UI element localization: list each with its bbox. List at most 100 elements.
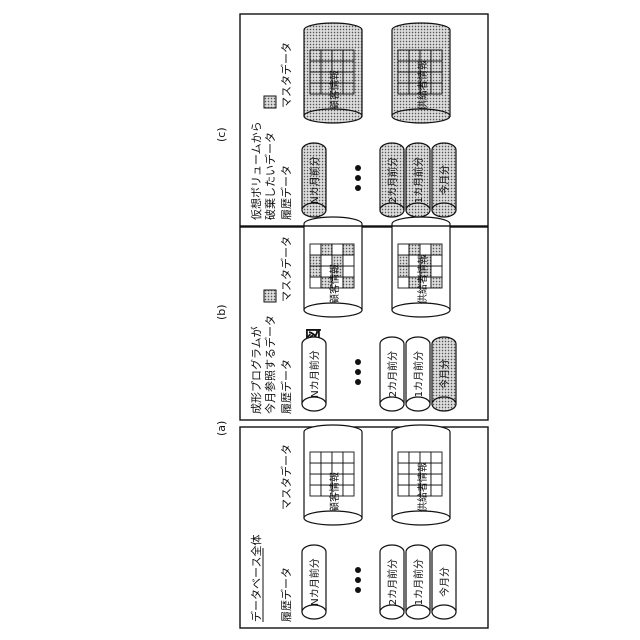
master-item-2-0: 顧客情報 [328, 70, 341, 110]
grid-cell-0-0-3-1 [343, 474, 354, 485]
grid-cell-1-1-0-3 [398, 244, 409, 255]
grid-cell-1-1-3-3 [431, 244, 442, 255]
history-item-0-2: 1カ月前分 [412, 559, 425, 605]
grid-cell-2-1-0-0 [398, 83, 409, 94]
grid-cell-0-0-0-3 [310, 452, 321, 463]
ellipsis-dot-1-0 [355, 379, 361, 385]
master-item-0-1: 供給者情報 [416, 462, 429, 512]
grid-cell-2-1-3-0 [431, 83, 442, 94]
master-label-1: マスタデータ [279, 236, 293, 302]
ellipsis-dot-2-1 [355, 175, 361, 181]
history-cylinder-2-1-end [380, 203, 404, 217]
panel-heading-1: 成形プログラムが [249, 326, 263, 414]
master-cylinder-1-1-end [392, 303, 450, 317]
history-cylinder-2-0-end [302, 203, 326, 217]
history-item-2-2: 1カ月前分 [412, 157, 425, 203]
master-cylinder-1-0-end [304, 303, 362, 317]
master-cylinder-2-0-end [304, 109, 362, 123]
grid-cell-0-0-3-3 [343, 452, 354, 463]
ellipsis-dot-0-2 [355, 567, 361, 573]
master-item-1-0: 顧客情報 [328, 264, 341, 304]
panel-heading-sub-2: 破棄したいデータ [263, 132, 277, 220]
history-item-1-0: Nカ月前分 [308, 350, 321, 397]
grid-cell-1-0-0-0 [310, 277, 321, 288]
grid-cell-0-0-1-3 [321, 452, 332, 463]
grid-cell-0-1-0-1 [398, 474, 409, 485]
history-item-0-0: Nカ月前分 [308, 558, 321, 605]
master-label-2: マスタデータ [279, 42, 293, 108]
ellipsis-dot-1-2 [355, 359, 361, 365]
history-cylinder-1-1-end [380, 397, 404, 411]
master-label-0: マスタデータ [279, 444, 293, 510]
grid-cell-2-0-0-3 [310, 50, 321, 61]
master-cylinder-2-1-end [392, 109, 450, 123]
grid-cell-0-1-3-3 [431, 452, 442, 463]
grid-cell-2-0-0-0 [310, 83, 321, 94]
ellipsis-dot-2-2 [355, 165, 361, 171]
grid-cell-2-0-2-3 [332, 50, 343, 61]
grid-cell-1-0-0-1 [310, 266, 321, 277]
grid-cell-2-0-3-3 [343, 50, 354, 61]
grid-cell-2-0-3-1 [343, 72, 354, 83]
grid-cell-1-1-3-1 [431, 266, 442, 277]
history-item-2-3: 今月分 [438, 165, 451, 195]
history-label-2: 履歴データ [279, 165, 293, 220]
grid-cell-1-0-2-3 [332, 244, 343, 255]
grid-cell-0-1-3-2 [431, 463, 442, 474]
grid-cell-1-0-1-3 [321, 244, 332, 255]
grid-cell-0-0-3-0 [343, 485, 354, 496]
grid-cell-1-0-0-3 [310, 244, 321, 255]
grid-cell-2-1-3-3 [431, 50, 442, 61]
history-cylinder-0-3-end [432, 605, 456, 619]
grid-cell-2-0-1-3 [321, 50, 332, 61]
grid-cell-1-1-0-0 [398, 277, 409, 288]
history-label-0: 履歴データ [279, 567, 293, 622]
grid-cell-2-0-0-1 [310, 72, 321, 83]
panel-heading-sub-1: 今月参照するデータ [263, 315, 277, 414]
grid-cell-2-1-0-3 [398, 50, 409, 61]
history-label-1: 履歴データ [279, 359, 293, 414]
grid-cell-1-1-3-2 [431, 255, 442, 266]
history-item-2-1: 2カ月前分 [386, 157, 399, 203]
grid-cell-2-0-0-2 [310, 61, 321, 72]
grid-cell-0-1-0-2 [398, 463, 409, 474]
grid-cell-2-1-0-2 [398, 61, 409, 72]
panel-heading-2: 仮想ボリュームから [249, 121, 263, 220]
legend-swatch-2 [264, 96, 276, 108]
grid-cell-1-0-3-2 [343, 255, 354, 266]
grid-cell-0-1-3-1 [431, 474, 442, 485]
grid-cell-2-1-3-1 [431, 72, 442, 83]
grid-cell-0-0-0-1 [310, 474, 321, 485]
history-cylinder-1-0-end [302, 397, 326, 411]
grid-cell-0-1-0-0 [398, 485, 409, 496]
grid-cell-2-0-3-2 [343, 61, 354, 72]
history-item-0-1: 2カ月前分 [386, 559, 399, 605]
grid-cell-1-0-3-1 [343, 266, 354, 277]
legend-swatch-1 [264, 290, 276, 302]
grid-cell-1-0-3-3 [343, 244, 354, 255]
history-cylinder-2-2-end [406, 203, 430, 217]
grid-cell-1-1-0-1 [398, 266, 409, 277]
master-cylinder-0-0-end [304, 511, 362, 525]
grid-cell-0-1-0-3 [398, 452, 409, 463]
grid-cell-0-0-2-3 [332, 452, 343, 463]
history-item-1-2: 1カ月前分 [412, 351, 425, 397]
grid-cell-0-0-0-2 [310, 463, 321, 474]
panel-heading-0: データベース全体 [249, 535, 263, 622]
grid-cell-0-1-3-0 [431, 485, 442, 496]
master-item-0-0: 顧客情報 [328, 472, 341, 512]
history-cylinder-1-2-end [406, 397, 430, 411]
grid-cell-0-0-3-2 [343, 463, 354, 474]
history-cylinder-0-2-end [406, 605, 430, 619]
history-item-2-0: Nカ月前分 [308, 156, 321, 203]
grid-cell-0-0-0-0 [310, 485, 321, 496]
history-cylinder-0-0-end [302, 605, 326, 619]
history-item-1-1: 2カ月前分 [386, 351, 399, 397]
history-item-1-3: 今月分 [438, 359, 451, 389]
grid-cell-1-0-0-2 [310, 255, 321, 266]
grid-cell-2-0-3-0 [343, 83, 354, 94]
history-cylinder-1-3-end [432, 397, 456, 411]
